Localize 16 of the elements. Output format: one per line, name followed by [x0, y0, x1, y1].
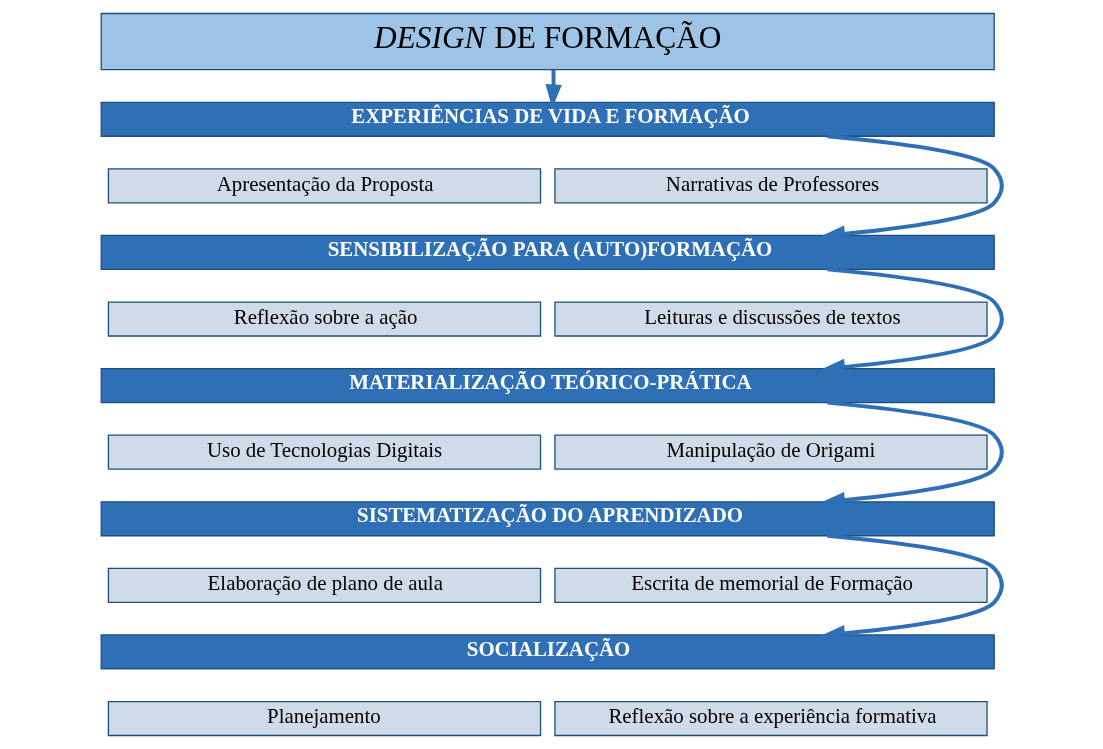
node-box: SENSIBILIZAÇÃO PARA (AUTO)FORMAÇÃO	[100, 234, 995, 271]
node-box: MATERIALIZAÇÃO TEÓRICO-PRÁTICA	[100, 367, 995, 404]
node-box: Apresentação da Proposta	[107, 168, 542, 204]
node-box: Leituras e discussões de textos	[554, 301, 988, 337]
node-box: Narrativas de Professores	[554, 168, 988, 204]
node-box: Planejamento	[107, 700, 542, 737]
node-box: Elaboração de plano de aula	[107, 567, 542, 603]
node-box: DESIGN DE FORMAÇÃO	[100, 12, 995, 71]
node-box: SOCIALIZAÇÃO	[100, 634, 995, 670]
node-box: Reflexão sobre a ação	[107, 301, 542, 337]
node-box: Manipulação de Origami	[554, 434, 988, 470]
node-box: SISTEMATIZAÇÃO DO APRENDIZADO	[100, 501, 995, 537]
node-box: Escrita de memorial de Formação	[554, 567, 988, 603]
node-box: EXPERIÊNCIAS DE VIDA E FORMAÇÃO	[100, 101, 995, 137]
node-box: Reflexão sobre a experiência formativa	[554, 700, 988, 737]
node-box: Uso de Tecnologias Digitais	[107, 434, 542, 470]
